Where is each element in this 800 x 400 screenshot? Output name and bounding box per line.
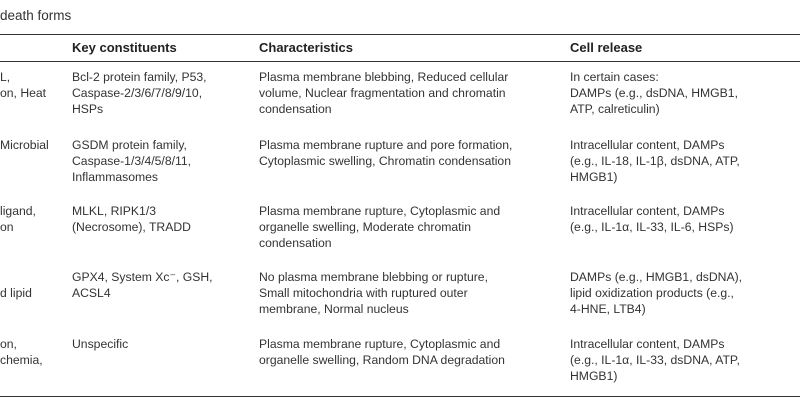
- cell-key-constituents: Unspecific: [72, 337, 129, 351]
- cell-cell-release: DAMPs (e.g., HMGB1, dsDNA), lipid oxidiz…: [570, 270, 743, 316]
- cell-key-constituents: Bcl-2 protein family, P53, Caspase-2/3/6…: [72, 70, 207, 116]
- cell-characteristics: Plasma membrane blebbing, Reduced cellul…: [259, 70, 509, 116]
- cell-cell-release: In certain cases: DAMPs (e.g., dsDNA, HM…: [570, 70, 738, 116]
- cell-trigger: on, chemia,: [0, 337, 43, 367]
- cell-cell-release: Intracellular content, DAMPs (e.g., IL-1…: [570, 337, 740, 383]
- cell-cell-release: Intracellular content, DAMPs (e.g., IL-1…: [570, 204, 734, 234]
- header-key-constituents: Key constituents: [72, 40, 177, 55]
- table-bottom-rule: [0, 396, 800, 397]
- cell-trigger: L, on, Heat: [0, 70, 47, 100]
- cell-trigger: ligand, on: [0, 204, 36, 234]
- cell-trigger: Microbial: [0, 138, 49, 152]
- cell-key-constituents: GPX4, System Xc⁻, GSH, ACSL4: [72, 270, 213, 300]
- header-characteristics: Characteristics: [259, 40, 353, 55]
- cell-characteristics: Plasma membrane rupture and pore formati…: [259, 138, 513, 168]
- cell-key-constituents: MLKL, RIPK1/3 (Necrosome), TRADD: [72, 204, 191, 234]
- header-cell-release: Cell release: [570, 40, 643, 55]
- table-top-rule: [0, 34, 800, 35]
- cell-characteristics: Plasma membrane rupture, Cytoplasmic and…: [259, 204, 501, 250]
- cell-trigger: d lipid: [0, 286, 32, 300]
- table-header-rule: [0, 61, 800, 62]
- cell-characteristics: No plasma membrane blebbing or rupture, …: [259, 270, 488, 316]
- cell-cell-release: Intracellular content, DAMPs (e.g., IL-1…: [570, 138, 740, 184]
- cell-key-constituents: GSDM protein family, Caspase-1/3/4/5/8/1…: [72, 138, 192, 184]
- table-caption: death forms: [0, 8, 72, 23]
- cell-characteristics: Plasma membrane rupture, Cytoplasmic and…: [259, 337, 505, 367]
